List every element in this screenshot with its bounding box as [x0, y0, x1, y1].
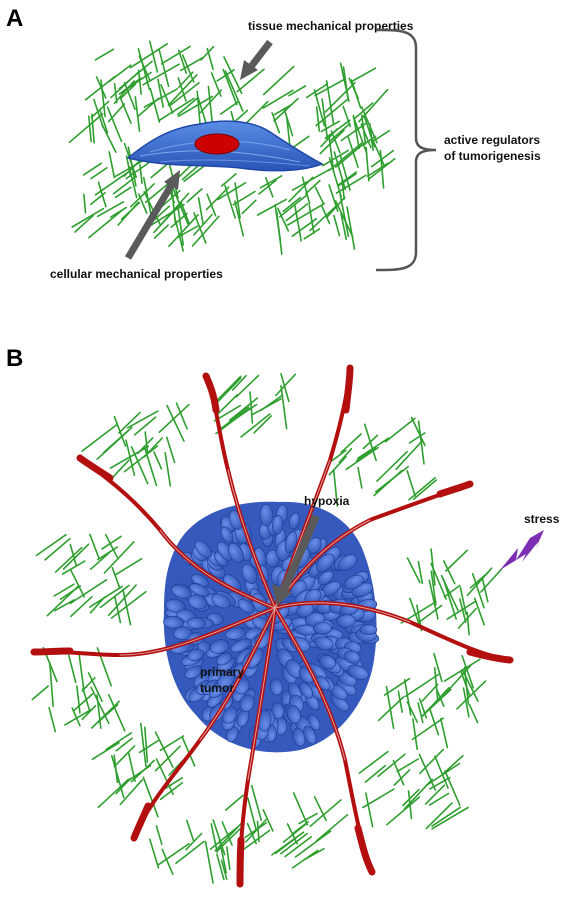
regulators-brace	[375, 28, 437, 272]
tissue-arrow	[240, 39, 273, 80]
panel-a-cell	[126, 120, 324, 172]
cellular-label: cellular mechanical properties	[50, 267, 223, 281]
cellular-arrow	[124, 170, 180, 260]
cell-nucleus	[194, 133, 240, 155]
stress-bolt-icon	[500, 530, 544, 570]
blood-vessels	[30, 364, 514, 888]
stress-label: stress	[524, 512, 560, 526]
panel-b-letter: B	[6, 345, 23, 372]
regulators-line-2: of tumorigenesis	[444, 149, 541, 163]
tissue-label: tissue mechanical properties	[248, 19, 414, 33]
panel-a-letter: A	[6, 5, 23, 32]
regulators-line-1: active regulators	[444, 133, 540, 147]
panel-b-ecm-fibers	[31, 372, 503, 884]
tumor-label-line-1: primary	[200, 665, 244, 679]
hypoxia-label: hypoxia	[304, 494, 350, 508]
hypoxia-arrow	[272, 514, 320, 606]
tumor-label-line-2: tumor	[200, 681, 234, 695]
